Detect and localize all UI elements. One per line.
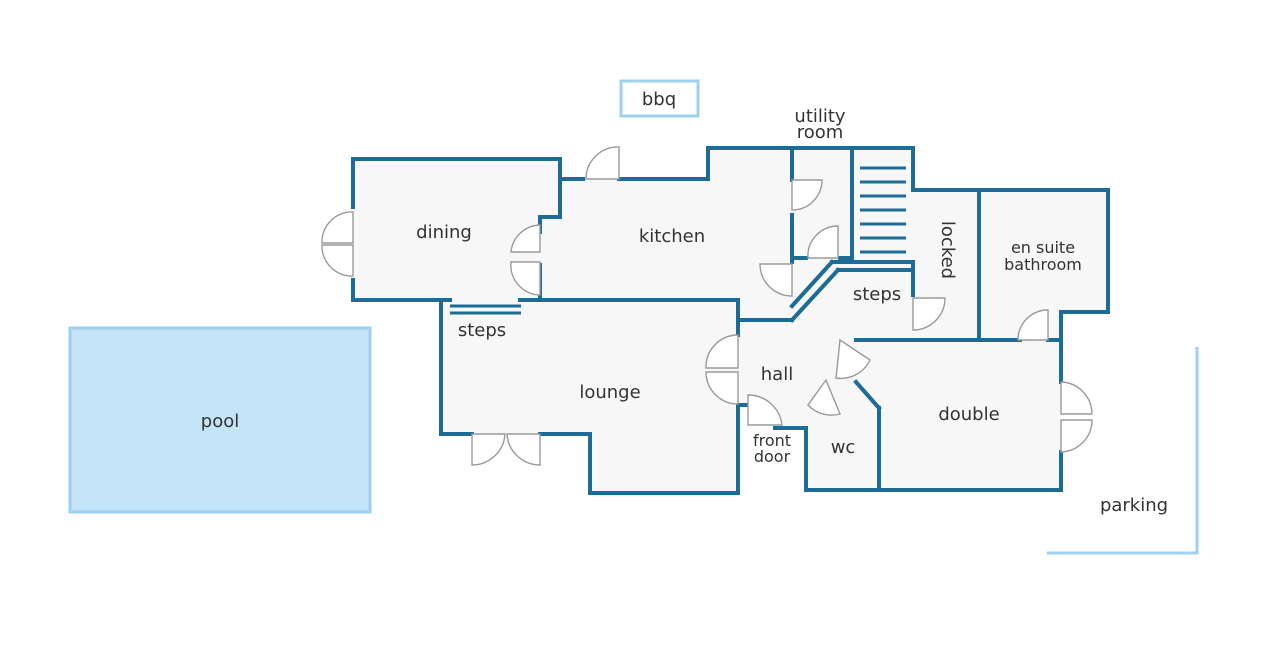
wc-diag bbox=[853, 379, 882, 411]
double-east-wall-2 bbox=[773, 426, 1063, 492]
dining-wall bbox=[351, 157, 562, 234]
hall-label: hall bbox=[761, 364, 793, 385]
stair-landing-edge bbox=[789, 267, 841, 323]
door-icon bbox=[321, 211, 354, 244]
door-icon bbox=[321, 244, 354, 277]
locked-label: locked bbox=[937, 221, 958, 279]
wc-label: wc bbox=[831, 437, 856, 458]
kitchen-north-wall-2 bbox=[617, 146, 915, 192]
lounge-west-wall bbox=[439, 298, 474, 436]
room-labels: utility room dining kitchen locked en su… bbox=[416, 106, 1082, 466]
bbq-box bbox=[619, 79, 700, 118]
door-icon bbox=[807, 378, 841, 416]
kitchen-south-wall bbox=[538, 298, 794, 322]
double-label: double bbox=[938, 404, 999, 425]
front-door-icon bbox=[747, 394, 783, 426]
steps-right-label: steps bbox=[853, 284, 901, 305]
lounge-label: lounge bbox=[579, 382, 640, 403]
parking-outline bbox=[1047, 347, 1199, 555]
door-icon bbox=[510, 224, 541, 253]
door-icon bbox=[1060, 381, 1093, 415]
locked-wall bbox=[911, 188, 1110, 342]
dining-label: dining bbox=[416, 222, 472, 243]
dining-west-lower-wall bbox=[351, 278, 452, 302]
door-icon bbox=[510, 261, 541, 296]
lounge-steps bbox=[450, 304, 521, 315]
door-icon bbox=[835, 338, 871, 380]
door-icon bbox=[807, 225, 839, 259]
front-door-label-line2: door bbox=[754, 447, 791, 466]
walls bbox=[351, 146, 1110, 495]
steps-left-label: steps bbox=[458, 320, 506, 341]
door-icon bbox=[471, 433, 506, 466]
door-icon bbox=[791, 179, 823, 211]
utility-room-label-line1: utility bbox=[794, 106, 846, 127]
door-icon bbox=[912, 297, 946, 331]
bbq-label: bbq bbox=[642, 89, 676, 110]
pool bbox=[68, 326, 372, 514]
stair-landing-edge-2 bbox=[789, 259, 835, 309]
kitchen-label: kitchen bbox=[639, 226, 705, 247]
lounge-south-wall bbox=[538, 403, 740, 495]
en-suite-label-line2: bathroom bbox=[1004, 255, 1082, 274]
front-door-label-line1: front bbox=[753, 431, 791, 450]
door-icon bbox=[585, 146, 620, 180]
door-icon bbox=[705, 371, 739, 405]
door-icon bbox=[1017, 309, 1049, 341]
staircase bbox=[860, 166, 906, 254]
pool-label: pool bbox=[201, 411, 239, 432]
door-icon bbox=[759, 263, 793, 297]
doors bbox=[321, 146, 1093, 466]
door-icon bbox=[705, 334, 739, 369]
door-icon bbox=[506, 433, 541, 466]
stair-west-wall bbox=[838, 146, 854, 260]
door-icon bbox=[1060, 419, 1093, 453]
parking-label: parking bbox=[1100, 495, 1168, 516]
utility-room-label-line2: room bbox=[797, 122, 844, 143]
en-suite-label-line1: en suite bbox=[1011, 238, 1075, 257]
